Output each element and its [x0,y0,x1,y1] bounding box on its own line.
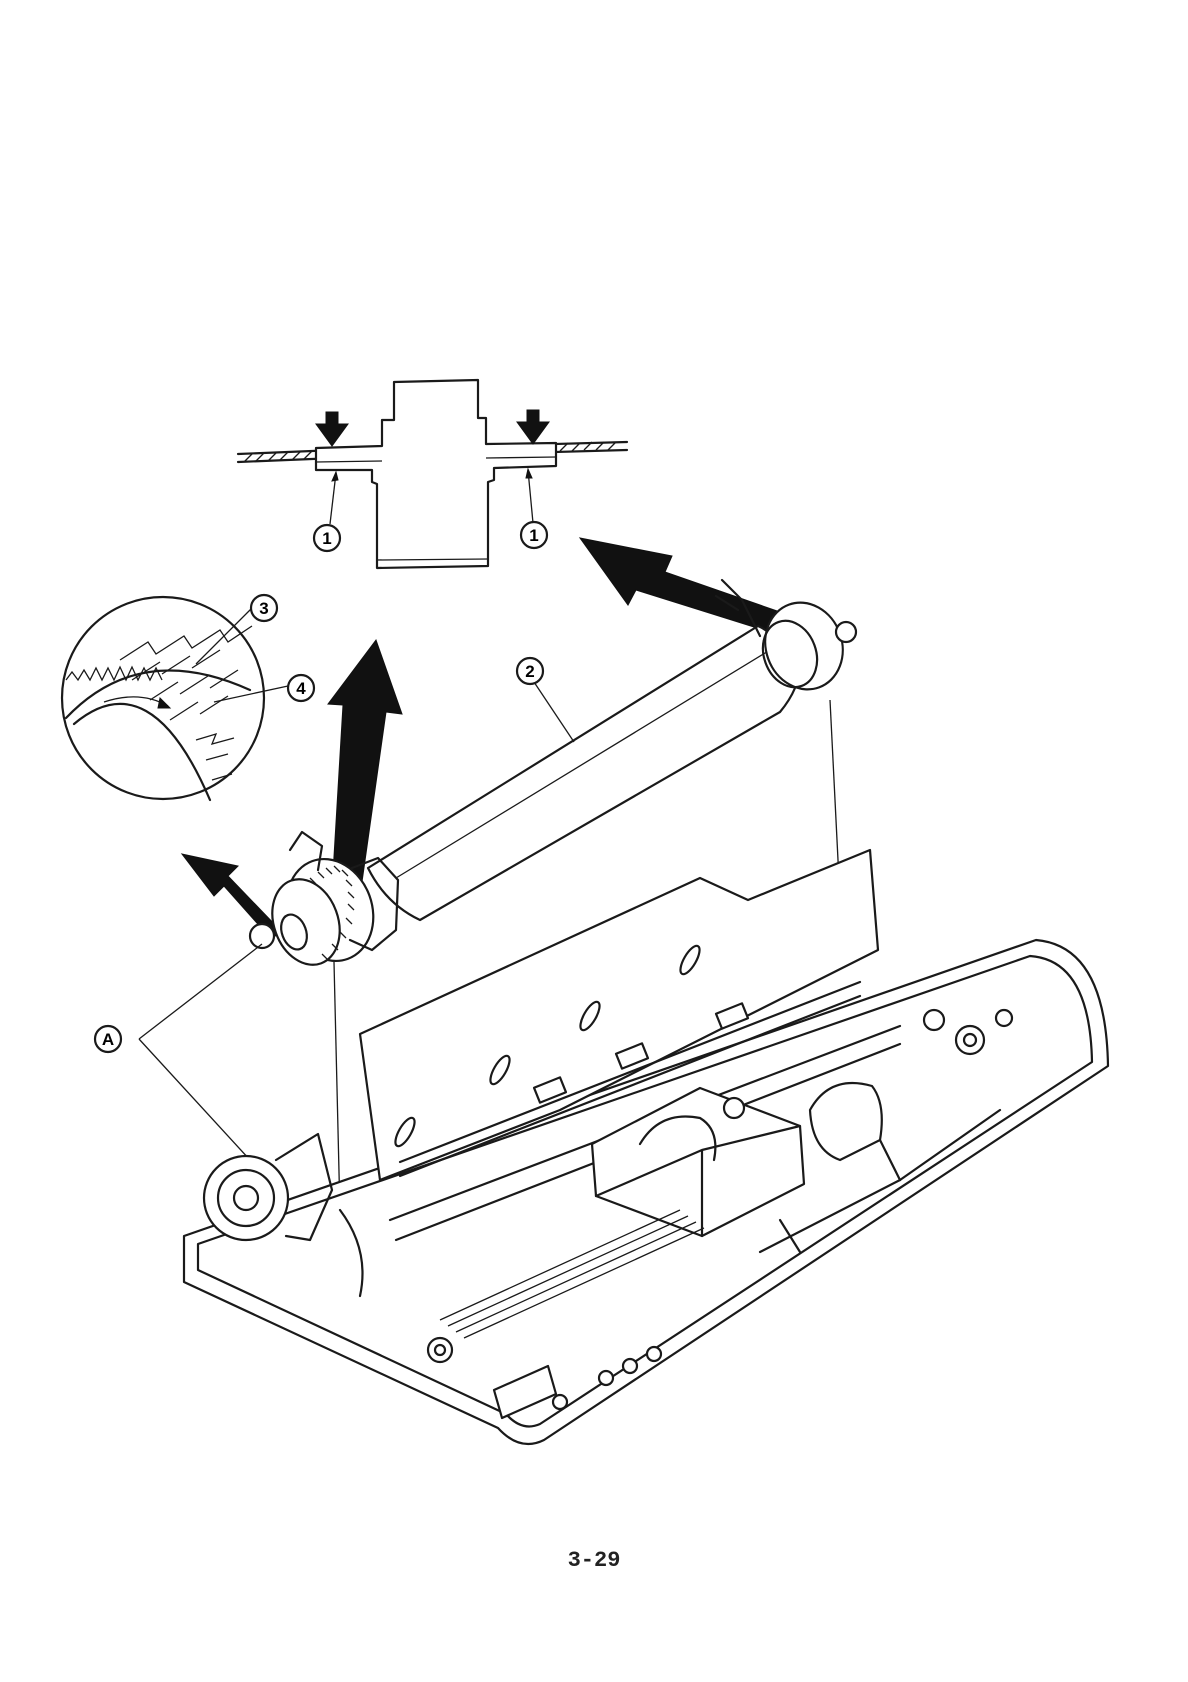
callout-3-label: 3 [259,599,268,618]
callout-1-left: 1 [314,525,340,551]
callout-4-label: 4 [296,679,306,698]
bushing-detail [238,380,627,568]
callout-1-right: 1 [521,522,547,548]
callout-2-leader [534,682,574,742]
bushing-body [316,380,556,568]
callout-3: 3 [251,595,277,621]
callout-1-right-label: 1 [529,526,538,545]
callout-a-label: A [102,1030,114,1049]
page-number: 3-29 [544,1548,644,1573]
callout-1-left-label: 1 [322,529,331,548]
callout-2: 2 [517,658,543,684]
callout-4: 4 [288,675,314,701]
callout-a-leaders [139,944,262,1160]
down-arrow-right [517,410,549,444]
down-arrow-left [316,412,348,446]
callout-2-label: 2 [525,662,534,681]
callout-a: A [95,1026,121,1052]
gear-mesh-detail [62,597,288,800]
